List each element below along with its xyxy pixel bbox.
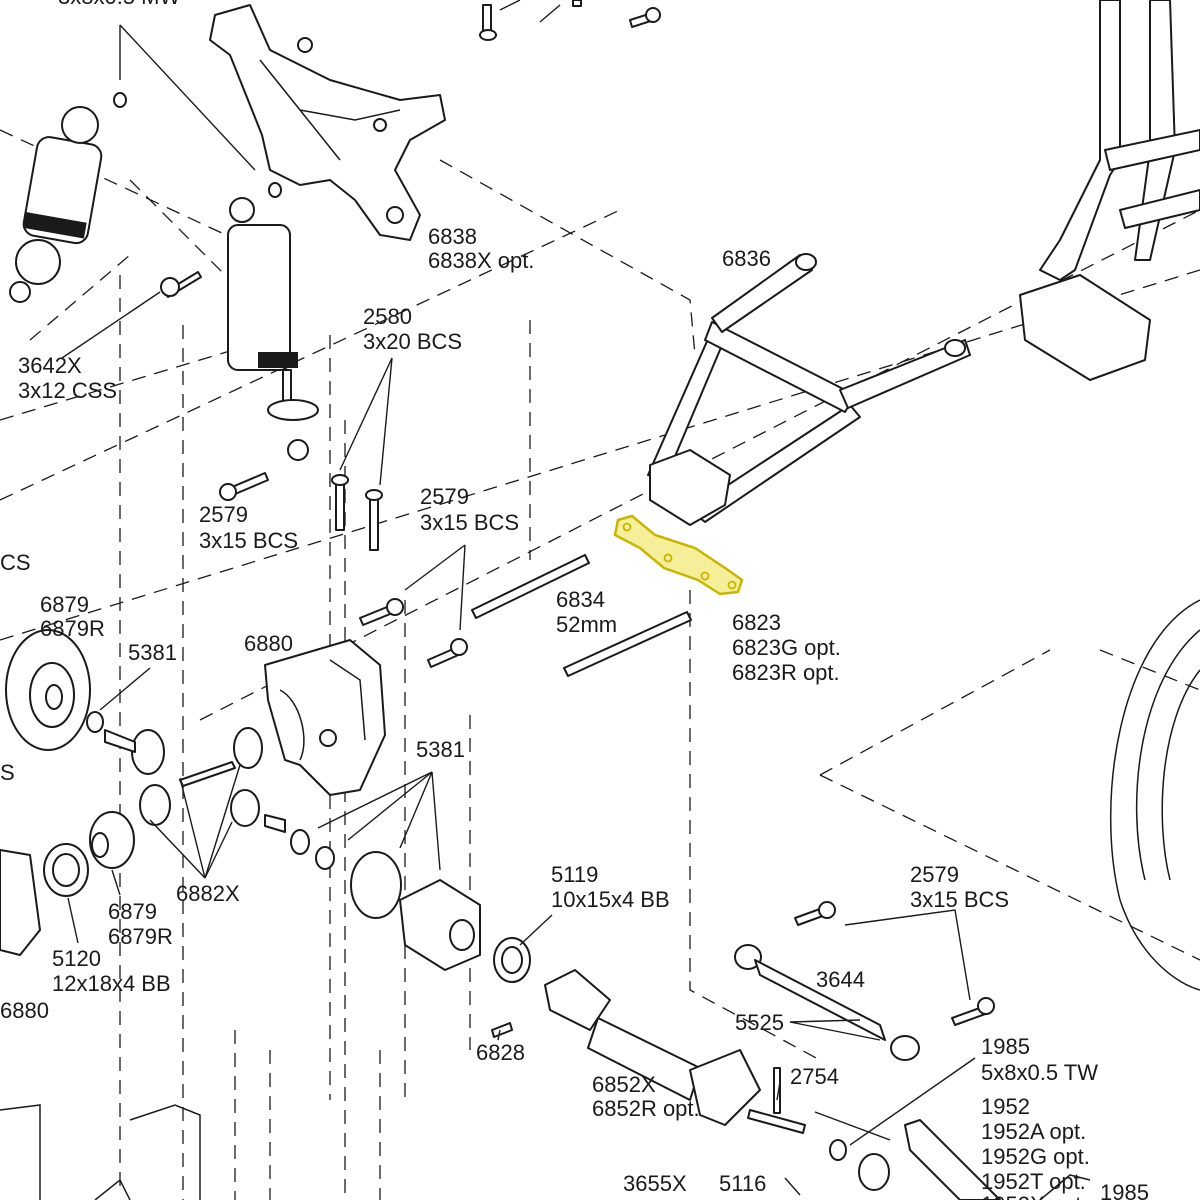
bottom-partial-parts bbox=[0, 1104, 1091, 1200]
ring-gear bbox=[5, 629, 91, 751]
label-6852x: 6852X bbox=[592, 1072, 656, 1097]
label-3642x-desc: 3x12 CSS bbox=[18, 378, 117, 403]
label-2754: 2754 bbox=[790, 1064, 839, 1089]
toe-link-turnbuckle bbox=[734, 944, 920, 1061]
label-6882x: 6882X bbox=[176, 881, 240, 906]
label-6836: 6836 bbox=[722, 246, 771, 271]
label-1952x-cut: 1952X opt. bbox=[981, 1192, 1087, 1200]
label-6823g: 6823G opt. bbox=[732, 635, 841, 660]
label-2579-c: 2579 bbox=[910, 862, 959, 887]
label-2579-a-desc: 3x15 BCS bbox=[199, 528, 298, 553]
hinge-pins bbox=[471, 554, 692, 677]
label-5116: 5116 bbox=[719, 1171, 766, 1196]
part-labels: 3x8x0.5 MW 6838 6838X opt. 6836 3642X 3x… bbox=[0, 0, 1149, 1200]
label-2579-a: 2579 bbox=[199, 502, 248, 527]
label-6823[interactable]: 6823 bbox=[732, 610, 781, 635]
washers bbox=[113, 92, 282, 198]
label-3655x: 3655X bbox=[623, 1171, 687, 1196]
label-6838: 6838 bbox=[428, 224, 477, 249]
label-1952g: 1952G opt. bbox=[981, 1144, 1090, 1169]
label-5120-desc: 12x18x4 BB bbox=[52, 971, 171, 996]
suspension-pin-mount-6823-highlighted[interactable] bbox=[613, 514, 744, 596]
chassis-frame bbox=[1019, 0, 1200, 381]
axle-carrier-partial bbox=[0, 849, 1001, 1200]
tire-partial bbox=[1109, 599, 1200, 991]
differential-housing bbox=[264, 639, 386, 796]
label-6879r-a: 6879R bbox=[40, 616, 105, 641]
label-2579-b-desc: 3x15 BCS bbox=[420, 510, 519, 535]
label-2580-desc: 3x20 BCS bbox=[363, 329, 462, 354]
label-6879r-b: 6879R bbox=[108, 924, 173, 949]
label-6834-desc: 52mm bbox=[556, 612, 617, 637]
driveshaft bbox=[544, 969, 806, 1134]
shock-absorber-left bbox=[9, 106, 103, 303]
label-5119-desc: 10x15x4 BB bbox=[551, 887, 670, 912]
label-1952t: 1952T opt. bbox=[981, 1169, 1086, 1194]
label-6852r: 6852R opt. bbox=[592, 1096, 700, 1121]
label-1952a: 1952A opt. bbox=[981, 1119, 1086, 1144]
label-5525: 5525 bbox=[735, 1010, 784, 1035]
label-5120: 5120 bbox=[52, 946, 101, 971]
shock-absorber-center bbox=[227, 197, 319, 461]
label-6828: 6828 bbox=[476, 1040, 525, 1065]
screws bbox=[160, 0, 995, 1114]
suspension-arm bbox=[647, 253, 971, 526]
label-6879-a: 6879 bbox=[40, 592, 89, 617]
label-6834: 6834 bbox=[556, 587, 605, 612]
label-2579-c-desc: 3x15 BCS bbox=[910, 887, 1009, 912]
label-6880-b: 6880 bbox=[0, 998, 49, 1023]
label-2580: 2580 bbox=[363, 304, 412, 329]
label-6880: 6880 bbox=[244, 631, 293, 656]
label-2579-b: 2579 bbox=[420, 484, 469, 509]
label-6879-b: 6879 bbox=[108, 899, 157, 924]
label-top-cut: 3x8x0.5 MW bbox=[58, 0, 180, 9]
label-5381-b: 5381 bbox=[416, 737, 465, 762]
bearings-and-seals bbox=[43, 711, 890, 1191]
label-6838x: 6838X opt. bbox=[428, 248, 534, 273]
label-5381-a: 5381 bbox=[128, 640, 177, 665]
leader-lines bbox=[61, 0, 976, 1196]
label-6823r: 6823R opt. bbox=[732, 660, 840, 685]
shock-tower bbox=[209, 4, 446, 241]
diff-cover-and-case bbox=[350, 851, 481, 971]
label-1985-desc: 5x8x0.5 TW bbox=[981, 1060, 1098, 1085]
spider-gears bbox=[89, 727, 286, 869]
label-1985-b: 1985 bbox=[1100, 1180, 1149, 1200]
label-s-cut: S bbox=[0, 760, 15, 785]
label-1985: 1985 bbox=[981, 1034, 1030, 1059]
label-cs-cut: CS bbox=[0, 550, 31, 575]
label-5119: 5119 bbox=[551, 862, 598, 887]
label-1952: 1952 bbox=[981, 1094, 1030, 1119]
label-3644: 3644 bbox=[816, 967, 865, 992]
label-3642x: 3642X bbox=[18, 353, 82, 378]
